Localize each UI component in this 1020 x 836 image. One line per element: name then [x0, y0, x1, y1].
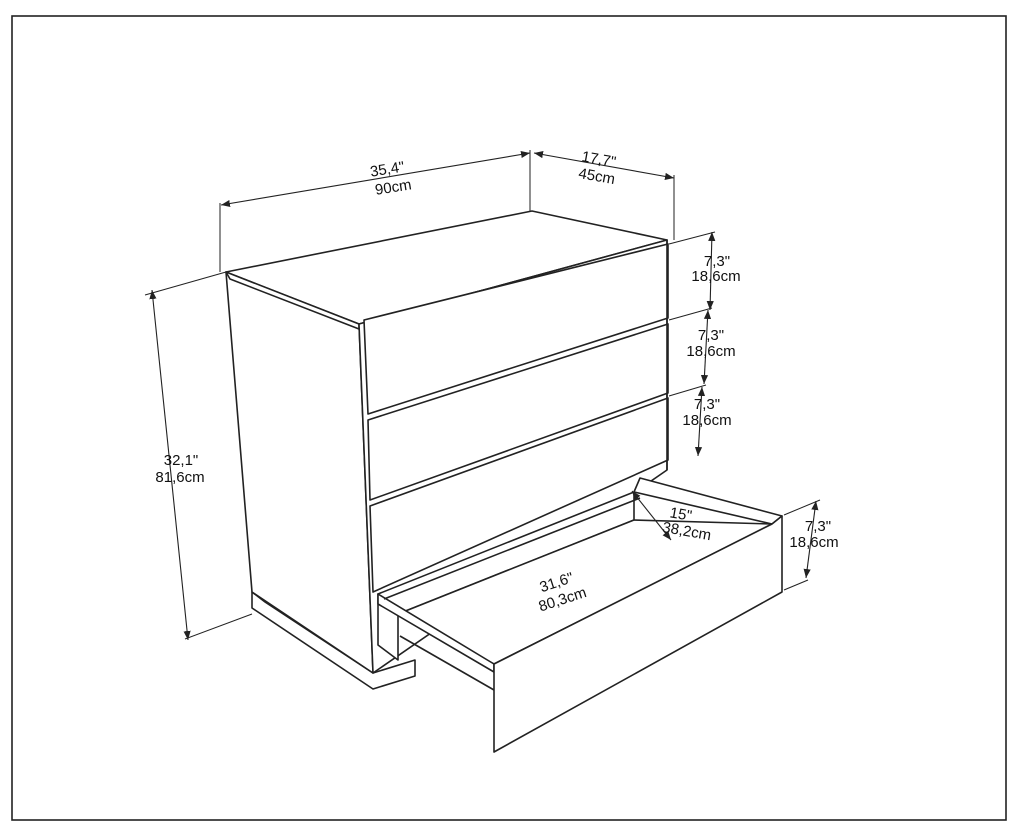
width-imperial-label: 35,4" — [369, 158, 406, 180]
drawer-front-2 — [367, 323, 669, 501]
drawer-2-metric-label: 18,6cm — [686, 343, 735, 360]
open-drawer — [377, 477, 783, 753]
open-drawer-imperial-label: 7,3" — [805, 518, 831, 535]
width-metric-label: 90cm — [374, 176, 413, 199]
drawer-2-imperial-label: 7,3" — [698, 327, 724, 344]
drawer-front-3 — [369, 397, 669, 593]
drawer-1-metric-label: 18,6cm — [691, 268, 740, 285]
drawer-depth-dimension — [631, 490, 672, 541]
open-drawer-metric-label: 18,6cm — [789, 534, 838, 551]
depth-imperial-label: 17,7" — [580, 148, 617, 171]
drawer-front-panel — [493, 515, 783, 753]
drawer-1-imperial-label: 7,3" — [704, 253, 730, 270]
height-dimension — [144, 271, 253, 641]
width-dimension — [219, 150, 531, 272]
depth-metric-label: 45cm — [577, 165, 616, 188]
drawer-depth-imperial-label: 15" — [668, 504, 693, 525]
height-metric-label: 81,6cm — [155, 469, 204, 486]
drawer-2-dimension — [668, 307, 713, 385]
dresser-body — [225, 210, 669, 690]
dresser-plinth — [251, 591, 416, 690]
drawer-1-dimension — [668, 231, 716, 311]
drawer-3-metric-label: 18,6cm — [682, 412, 731, 429]
drawer-front-1 — [363, 243, 669, 415]
open-drawer-height-dimension — [783, 499, 821, 591]
drawer-3-imperial-label: 7,3" — [694, 396, 720, 413]
height-imperial-label: 32,1" — [164, 452, 199, 469]
drawer-3-dimension — [668, 384, 707, 457]
depth-dimension — [533, 151, 675, 240]
